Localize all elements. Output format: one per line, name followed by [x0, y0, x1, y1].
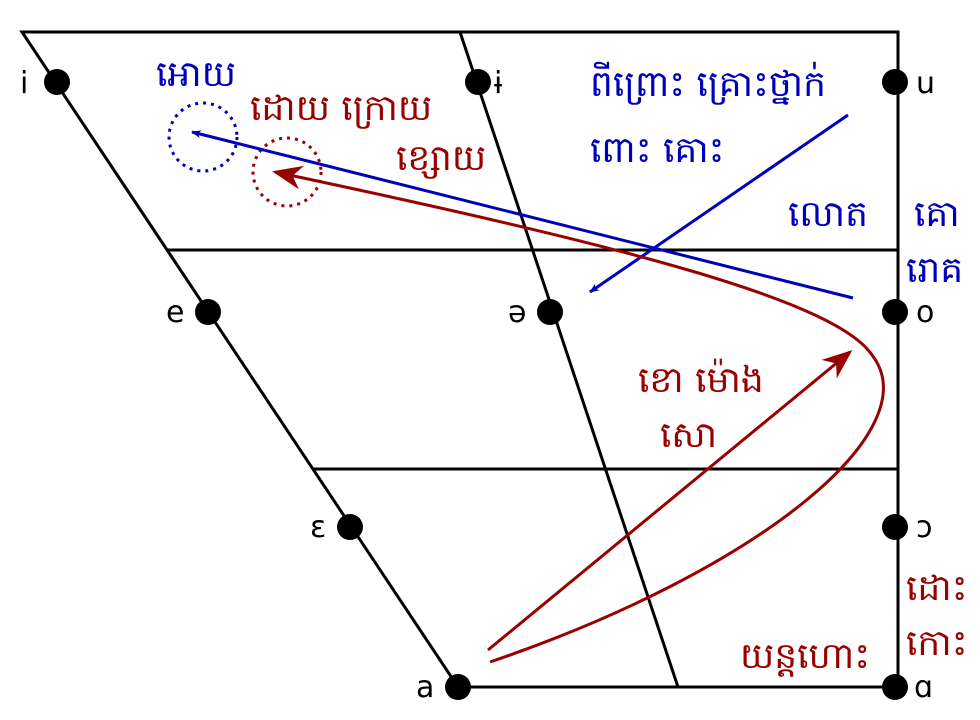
- red-curved-arrow: [272, 165, 885, 664]
- label-e: e: [166, 295, 184, 330]
- dot-script-a: [882, 674, 908, 700]
- dot-i: [44, 69, 70, 95]
- dot-u: [882, 69, 908, 95]
- label-schwa: ə: [508, 295, 526, 330]
- dot-a: [445, 674, 471, 700]
- dot-open-e: [337, 514, 363, 540]
- dot-e: [195, 299, 221, 325]
- dot-schwa: [537, 299, 563, 325]
- blue-diphthong-arrow: [191, 130, 854, 300]
- red-straight-arrow: [487, 350, 853, 652]
- dot-o: [882, 299, 908, 325]
- khmer-words: អោយ ដោយ ក្រោយ ខ្សោយ ពីព្រោះ គ្រោះថ្នាក់ …: [156, 54, 968, 677]
- word-blue-mid-left: លោត: [788, 194, 868, 235]
- word-red-bottom-right-2: កោះ: [906, 623, 968, 664]
- word-red-top-1: ដោយ ក្រោយ: [250, 88, 432, 129]
- label-a: a: [416, 670, 434, 705]
- vowel-labels: i ɨ u e ə o ɛ ɔ a ɑ: [20, 66, 935, 705]
- label-o: o: [916, 295, 934, 330]
- label-open-o: ɔ: [916, 510, 932, 545]
- chart-frame: [19, 30, 900, 689]
- dot-barred-i: [465, 69, 491, 95]
- label-open-e: ɛ: [310, 510, 326, 545]
- red-target-circle: [251, 136, 323, 208]
- word-blue-top-left: អោយ: [156, 54, 236, 95]
- word-red-mid-1: ខោ ម៉ោង: [638, 358, 764, 401]
- word-red-bottom: យន្តហោះ: [740, 636, 870, 677]
- word-blue-top-right-2: ពោះ គោះ: [590, 130, 725, 171]
- dot-open-o: [882, 514, 908, 540]
- word-blue-mid-right-1: គោ: [914, 194, 960, 235]
- label-barred-i: ɨ: [494, 66, 502, 101]
- blue-target-circle: [167, 101, 239, 173]
- label-script-a: ɑ: [914, 670, 933, 705]
- outer-trapezoid: [19, 30, 900, 689]
- word-blue-mid-right-2: រោគ: [906, 250, 963, 291]
- word-red-bottom-right-1: ដោះ: [906, 568, 968, 609]
- label-i: i: [20, 66, 28, 101]
- word-blue-top-right-1: ពីព្រោះ គ្រោះថ្នាក់: [590, 61, 826, 105]
- word-red-top-2: ខ្សោយ: [396, 138, 486, 179]
- vowel-dots: [44, 69, 908, 700]
- word-red-mid-2: សោ: [660, 415, 717, 456]
- blue-centering-arrow: [589, 113, 849, 294]
- central-line: [458, 31, 680, 688]
- label-u: u: [916, 66, 935, 101]
